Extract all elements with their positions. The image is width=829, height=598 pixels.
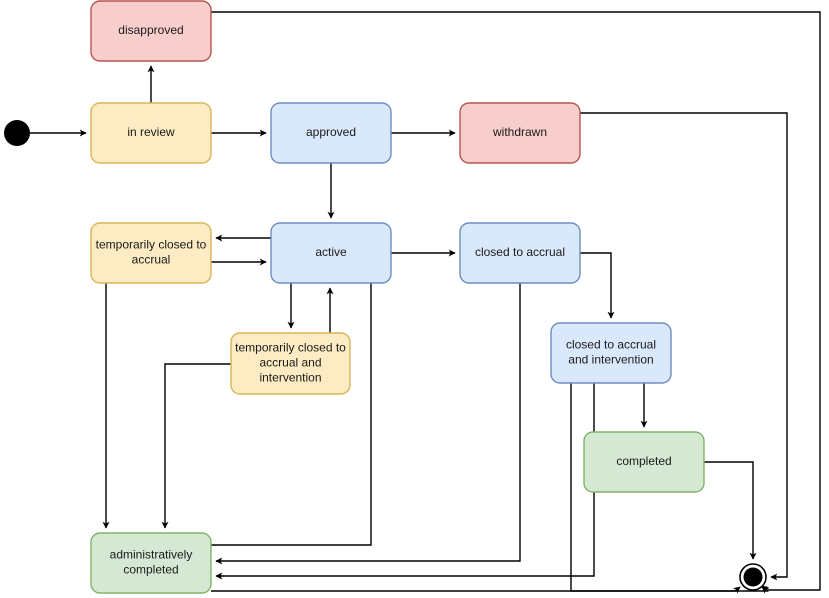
final-state-dot: [743, 567, 763, 587]
state-node-final[interactable]: [739, 563, 767, 591]
edge-temp-closed-intervention-to-admin-completed: [161, 363, 231, 529]
edge-disapproved-to-final: [211, 11, 821, 593]
edge-admin-completed-to-final: [211, 586, 741, 594]
state-node-disapproved[interactable]: disapproved: [90, 0, 212, 62]
state-node-completed[interactable]: completed: [583, 431, 705, 493]
state-node-withdrawn[interactable]: withdrawn: [459, 102, 581, 164]
initial-state-dot: [4, 120, 30, 146]
edge-active-to-admin-completed: [211, 283, 372, 546]
edge-closed-to-accrual-to-admin-completed: [215, 283, 521, 565]
edge-closed-to-accrual-to-intervention: [580, 252, 615, 319]
state-box-disapproved[interactable]: [90, 0, 212, 62]
state-box-temporarily_closed_to_accrual[interactable]: [90, 222, 212, 284]
state-node-closed_to_accrual[interactable]: closed to accrual: [459, 222, 581, 284]
final-state-ring: [739, 563, 767, 591]
state-box-completed[interactable]: [583, 431, 705, 493]
state-box-closed_to_accrual[interactable]: [459, 222, 581, 284]
state-box-in_review[interactable]: [90, 102, 212, 164]
state-box-approved[interactable]: [270, 102, 392, 164]
state-node-initial[interactable]: [4, 120, 30, 146]
state-node-approved[interactable]: approved: [270, 102, 392, 164]
edge-completed-to-final: [704, 461, 757, 560]
state-node-active[interactable]: active: [270, 222, 392, 284]
state-box-active[interactable]: [270, 222, 392, 284]
nodes-layer: disapproved in review approved withdrawn tem…: [4, 0, 767, 594]
edge-withdrawn-to-final: [580, 112, 788, 581]
state-box-withdrawn[interactable]: [459, 102, 581, 164]
state-box-administratively_completed[interactable]: [90, 532, 212, 594]
state-box-closed_to_accrual_and_intervention[interactable]: [550, 322, 672, 384]
state-box-temporarily_closed_to_accrual_and_intervention[interactable]: [230, 332, 351, 395]
edges-layer: [30, 11, 821, 594]
edge-intervention-to-admin-completed: [215, 383, 595, 580]
state-node-in_review[interactable]: in review: [90, 102, 212, 164]
